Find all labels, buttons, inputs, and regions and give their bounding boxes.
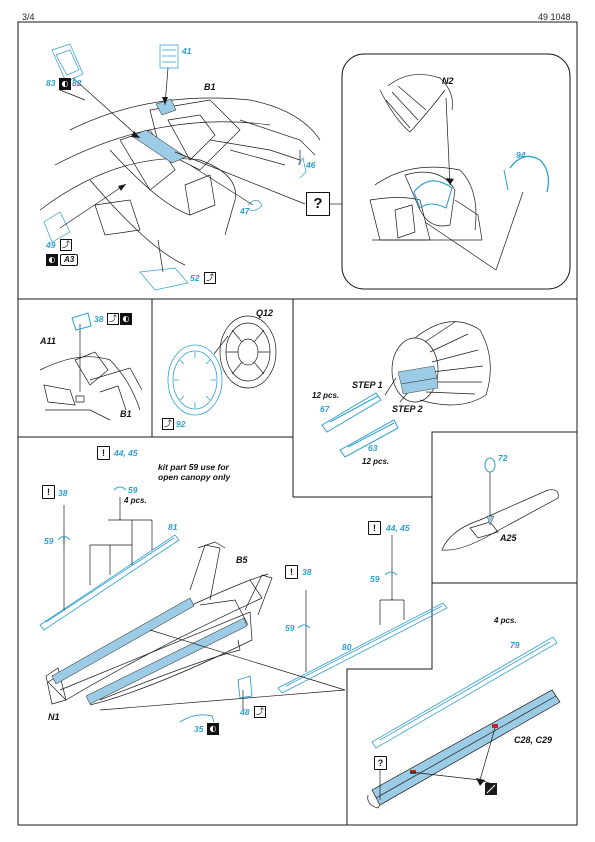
panel1-arrowheads [118, 97, 168, 191]
rail-c28-art [367, 689, 561, 809]
pcs-63-label: 12 pcs. [362, 457, 390, 466]
b1-label-a11: B1 [120, 409, 132, 419]
question-icon: ? [306, 192, 330, 216]
panel-step-art [384, 321, 491, 406]
part-48-label: 48 [240, 707, 250, 717]
bend-icon: ⤴ [60, 239, 72, 251]
step1-label: STEP 1 [352, 380, 383, 390]
paint-icon: ◐ [59, 78, 71, 90]
part-47-label: 47 [240, 206, 250, 216]
part-35-label: 35 [194, 724, 204, 734]
part-59-label-d: 59 [285, 623, 295, 633]
q12-label: Q12 [256, 308, 274, 318]
panel-a11-art [39, 324, 143, 421]
panel-q12-art [213, 315, 277, 389]
part-79-label: 79 [510, 640, 520, 650]
canopy-highlights [51, 597, 248, 705]
panel-frames [17, 21, 578, 826]
strip-67 [321, 392, 382, 433]
strip-63 [339, 419, 399, 458]
warning-icon: ! [42, 485, 55, 499]
part-38-label-a: 38 [58, 488, 68, 498]
kit-note-line1: kit part 59 use for [158, 462, 229, 472]
page-border [17, 21, 578, 826]
n1-label: N1 [48, 712, 60, 722]
part-83-label: 83 [46, 78, 56, 88]
part-59-label-a: 59 [128, 485, 138, 495]
part-72-etch [484, 457, 496, 473]
rail-81 [39, 534, 180, 631]
intake-highlight [397, 365, 439, 395]
paint-icon: ◐ [120, 313, 132, 325]
question-icon: ? [374, 756, 387, 770]
part-46-label: 46 [306, 160, 316, 170]
panel1-highlights [131, 98, 187, 164]
panel1-leaders [59, 67, 342, 273]
n2-label: N2 [442, 76, 454, 86]
part-44-45-label-a: 44, 45 [114, 448, 138, 458]
step2-label: STEP 2 [392, 404, 423, 414]
rail-80 [277, 602, 448, 694]
warning-icon: ! [285, 565, 298, 579]
panel-n2-frame [341, 53, 571, 290]
pcs-4-label-rails: 4 pcs. [494, 616, 517, 625]
part-72-label: 72 [498, 453, 508, 463]
canopy-leaders [63, 497, 496, 800]
paint-icon: ◐ [46, 254, 58, 266]
kit-note-line2: open canopy only [158, 472, 231, 482]
a25-label: A25 [500, 533, 517, 543]
panel-a25-art [441, 472, 559, 551]
warning-icon: ! [368, 521, 381, 535]
warning-icon: ! [97, 446, 110, 460]
part-38-etch [71, 312, 92, 331]
a25-highlight [486, 515, 495, 526]
part-59-label-c: 59 [370, 574, 380, 584]
part-63-label: 63 [368, 443, 378, 453]
part-82-label: 82 [72, 78, 82, 88]
page-number: 3/4 [22, 12, 35, 22]
part-59-label-b: 59 [44, 536, 54, 546]
part-38-label-b: 38 [302, 567, 312, 577]
part-52-label: 52 [190, 273, 200, 283]
bend-icon: ⤴ [254, 706, 266, 718]
panel-n2-art [369, 74, 550, 271]
part-38-label: 38 [94, 314, 104, 324]
part-92-label: 92 [176, 419, 186, 429]
part-67-label: 67 [320, 404, 330, 414]
c28-c29-label: C28, C29 [514, 735, 553, 745]
b5-label: B5 [236, 555, 248, 565]
bend-icon: ⤴ [204, 272, 216, 284]
q12-dial-etch [167, 344, 223, 416]
part-94-label: 94 [516, 150, 526, 160]
panel1-cockpit [39, 43, 321, 291]
paint-icon: ◐ [207, 723, 219, 735]
part-81-label: 81 [168, 522, 178, 532]
n2-highlight-frame [413, 180, 453, 209]
rail-79 [371, 636, 558, 749]
n2-arrowhead [446, 178, 454, 185]
rail-arrowhead [476, 778, 485, 786]
part-80-label: 80 [342, 642, 352, 652]
bend-icon: ⤴ [162, 418, 174, 430]
part-49-label: 49 [46, 240, 56, 250]
kit-code: 49 1048 [538, 12, 571, 22]
pcs-67-label: 12 pcs. [312, 391, 340, 400]
canopy-parts-small [57, 486, 398, 723]
part-41-label: 41 [182, 46, 192, 56]
part-44-45-label-b: 44, 45 [386, 523, 410, 533]
a3-label: A3 [60, 254, 79, 266]
b1-label: B1 [204, 82, 216, 92]
cut-icon [486, 784, 496, 794]
panel-rails-frame [346, 582, 577, 825]
bend-icon: ⤴ [107, 313, 119, 325]
pcs-4-label-a: 4 pcs. [124, 496, 147, 505]
a11-label: A11 [40, 336, 56, 346]
